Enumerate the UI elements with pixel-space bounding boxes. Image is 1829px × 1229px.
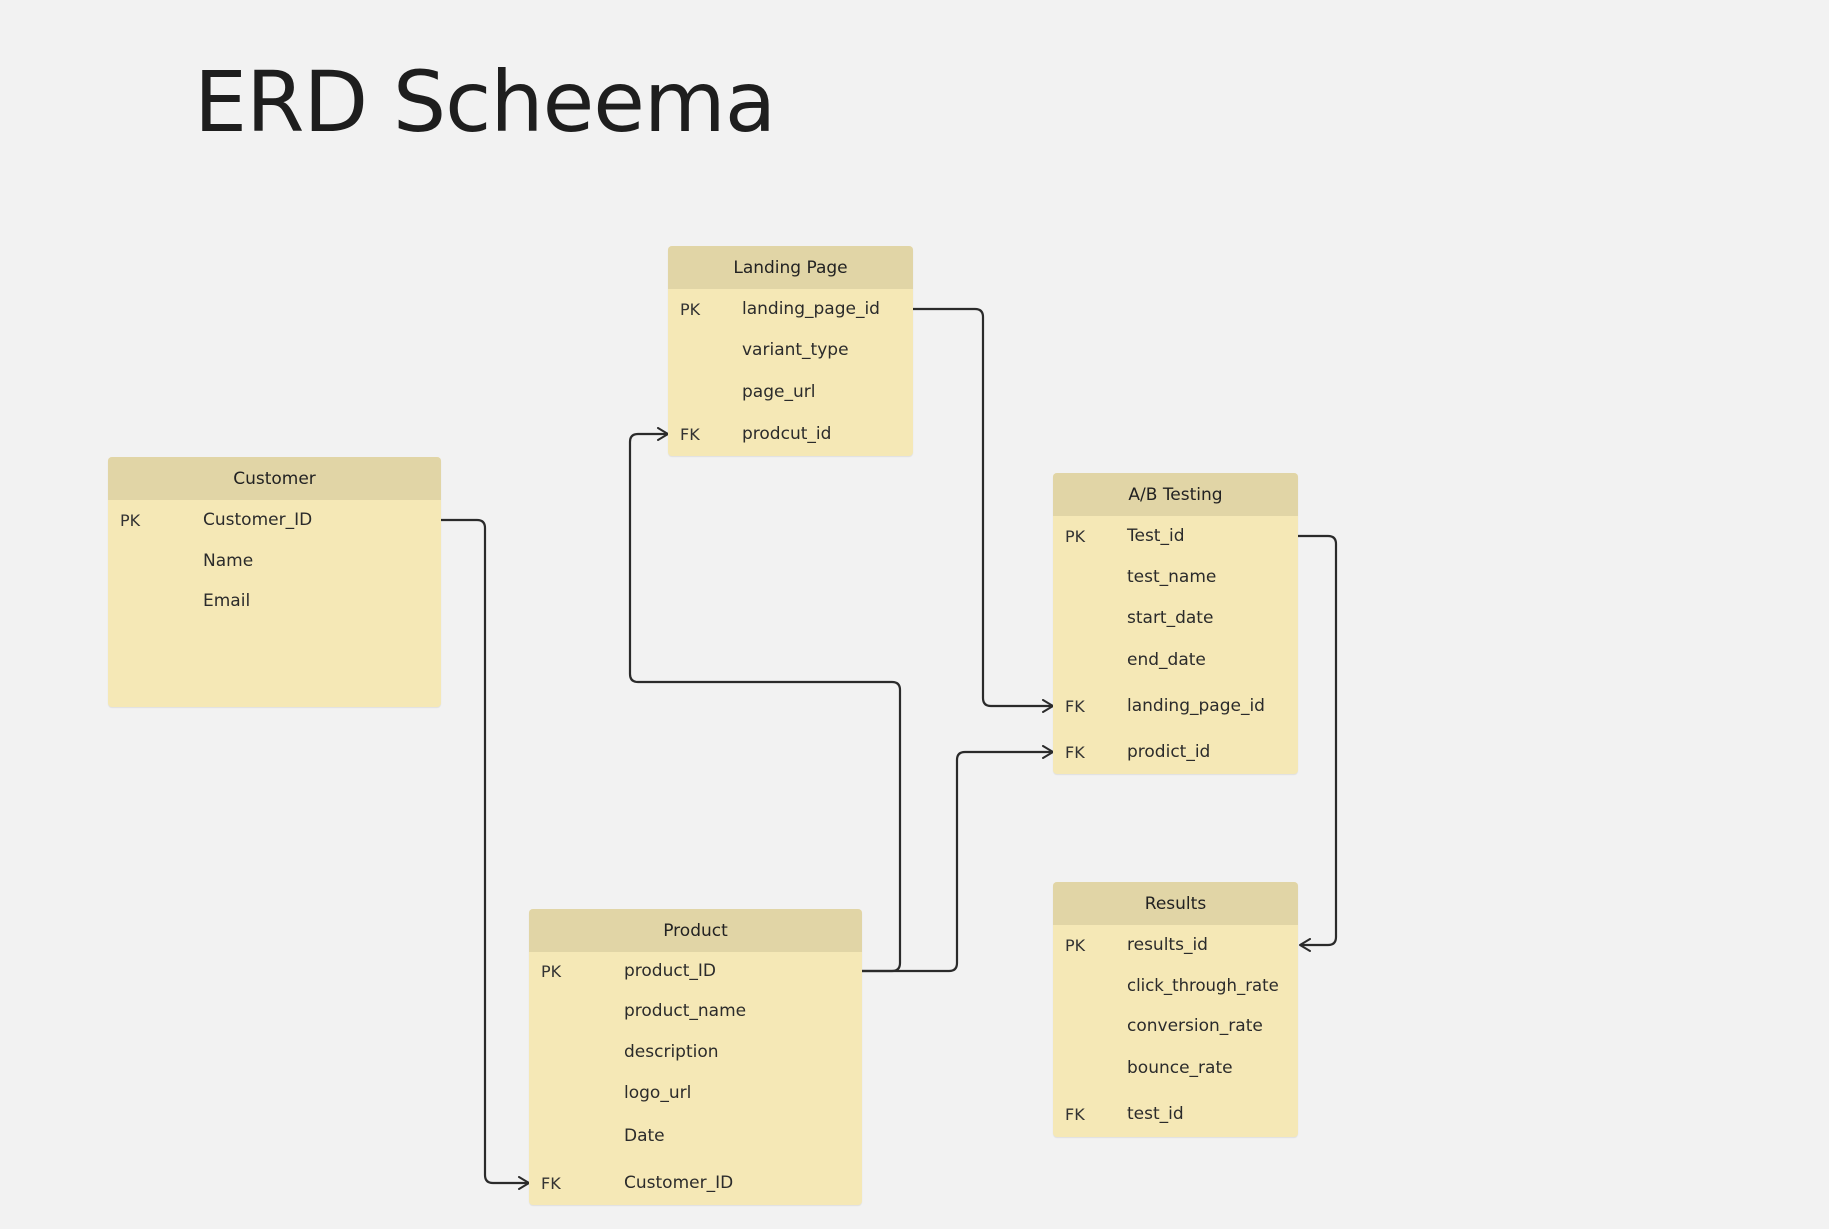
- field-name: conversion_rate: [1127, 1016, 1263, 1036]
- field-key: FK: [1065, 696, 1085, 716]
- entity-landing-page[interactable]: Landing Page PK landing_page_id variant_…: [668, 246, 913, 456]
- field-row[interactable]: description: [529, 1037, 862, 1067]
- field-name: click_through_rate: [1127, 975, 1279, 995]
- field-row[interactable]: FK test_id: [1053, 1099, 1298, 1129]
- field-name: Name: [203, 551, 254, 571]
- entity-product[interactable]: Product PK product_ID product_name descr…: [529, 909, 862, 1205]
- field-name: Date: [624, 1126, 665, 1146]
- field-row[interactable]: Email: [108, 586, 441, 616]
- field-row[interactable]: product_name: [529, 996, 862, 1026]
- entity-header: Landing Page: [668, 246, 913, 289]
- field-name: variant_type: [742, 340, 849, 360]
- field-name: Customer_ID: [203, 510, 313, 530]
- connector-customer-to-product: [441, 518, 530, 1190]
- field-key: PK: [1065, 935, 1086, 955]
- field-key: PK: [680, 299, 701, 319]
- diagram-title: ERD Scheema: [194, 53, 776, 151]
- field-name: landing_page_id: [742, 299, 880, 319]
- field-name: Test_id: [1127, 526, 1185, 546]
- field-row[interactable]: variant_type: [668, 335, 913, 365]
- field-name: page_url: [742, 382, 816, 402]
- field-name: product_name: [624, 1001, 747, 1021]
- field-row[interactable]: PK landing_page_id: [668, 294, 913, 324]
- field-name: product_ID: [624, 961, 716, 981]
- field-name: prodict_id: [1127, 742, 1211, 762]
- entity-header: Customer: [108, 457, 441, 500]
- field-row[interactable]: logo_url: [529, 1078, 862, 1108]
- field-key: PK: [1065, 526, 1086, 546]
- field-name: Email: [203, 591, 251, 611]
- entity-customer[interactable]: Customer PK Customer_ID Name Email: [108, 457, 441, 707]
- entity-ab-testing[interactable]: A/B Testing PK Test_id test_name start_d…: [1053, 473, 1298, 774]
- field-row[interactable]: FK prodcut_id: [668, 419, 913, 449]
- entity-header: A/B Testing: [1053, 473, 1298, 516]
- field-name: logo_url: [624, 1083, 692, 1103]
- field-row[interactable]: test_name: [1053, 562, 1298, 592]
- field-row[interactable]: page_url: [668, 377, 913, 407]
- field-key: PK: [120, 510, 141, 530]
- field-key: FK: [1065, 1104, 1085, 1124]
- connector-product-to-landing-page: [628, 427, 902, 973]
- field-name: end_date: [1127, 650, 1206, 670]
- field-row[interactable]: PK Customer_ID: [108, 505, 441, 535]
- field-name: results_id: [1127, 935, 1208, 955]
- connector-product-to-ab-testing: [862, 745, 1054, 973]
- field-row[interactable]: Date: [529, 1121, 862, 1151]
- field-row[interactable]: click_through_rate: [1053, 970, 1298, 1000]
- field-name: start_date: [1127, 608, 1214, 628]
- field-row[interactable]: Name: [108, 546, 441, 576]
- field-row[interactable]: PK product_ID: [529, 956, 862, 986]
- field-name: test_id: [1127, 1104, 1184, 1124]
- field-row[interactable]: FK landing_page_id: [1053, 691, 1298, 721]
- entity-header: Results: [1053, 882, 1298, 925]
- field-key: FK: [680, 424, 700, 444]
- entity-results[interactable]: Results PK results_id click_through_rate…: [1053, 882, 1298, 1137]
- field-name: prodcut_id: [742, 424, 832, 444]
- field-row[interactable]: start_date: [1053, 603, 1298, 633]
- field-name: description: [624, 1042, 719, 1062]
- field-key: FK: [541, 1173, 561, 1193]
- entity-header: Product: [529, 909, 862, 952]
- field-name: landing_page_id: [1127, 696, 1265, 716]
- field-name: Customer_ID: [624, 1173, 734, 1193]
- field-key: PK: [541, 961, 562, 981]
- field-row[interactable]: PK Test_id: [1053, 521, 1298, 551]
- field-key: FK: [1065, 742, 1085, 762]
- field-name: test_name: [1127, 567, 1217, 587]
- field-row[interactable]: PK results_id: [1053, 930, 1298, 960]
- field-row[interactable]: bounce_rate: [1053, 1053, 1298, 1083]
- field-row[interactable]: conversion_rate: [1053, 1011, 1298, 1041]
- connector-landing-page-to-ab-testing: [913, 307, 1054, 713]
- field-row[interactable]: FK Customer_ID: [529, 1168, 862, 1198]
- field-row[interactable]: end_date: [1053, 645, 1298, 675]
- connector-ab-testing-to-results: [1298, 534, 1338, 952]
- field-name: bounce_rate: [1127, 1058, 1233, 1078]
- field-row[interactable]: FK prodict_id: [1053, 737, 1298, 767]
